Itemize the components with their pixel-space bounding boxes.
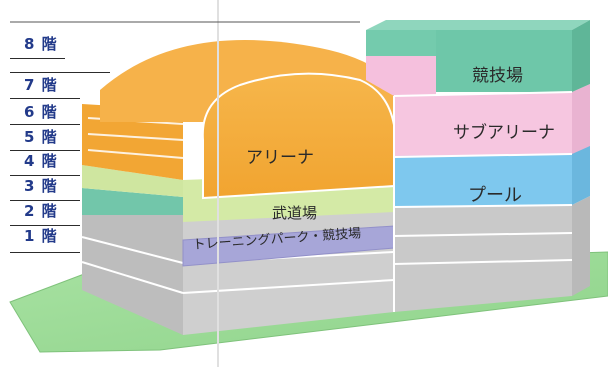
floor-label-1: 1 階 bbox=[24, 227, 58, 245]
floor-label-4: 4 階 bbox=[24, 152, 58, 170]
right-floor-separators bbox=[393, 91, 573, 312]
pool-block bbox=[394, 154, 572, 208]
zone-label-budojo: 武道場 bbox=[272, 204, 318, 222]
sub-arena-block bbox=[394, 92, 572, 160]
floor-line-8 bbox=[10, 58, 65, 59]
floor-line-5 bbox=[10, 124, 80, 125]
stadium-underside bbox=[366, 56, 436, 96]
right-base-floor-lines bbox=[393, 232, 573, 265]
sub-arena-side bbox=[572, 84, 590, 156]
floor-label-8: 8 階 bbox=[24, 35, 58, 53]
left-building-base-side bbox=[82, 215, 183, 335]
stadium-top bbox=[366, 20, 590, 30]
floor-label-2: 2 階 bbox=[24, 202, 58, 220]
right-building-base-top bbox=[572, 196, 590, 296]
floor-line-3 bbox=[10, 175, 80, 176]
floor4-band-side bbox=[82, 165, 183, 197]
pool-side bbox=[572, 146, 590, 205]
stadium-main bbox=[436, 30, 572, 92]
floor-line-2 bbox=[10, 200, 80, 201]
stadium-side bbox=[572, 20, 590, 92]
zone-label-stadium: 競技場 bbox=[472, 66, 523, 86]
right-building-base-front bbox=[394, 205, 572, 312]
zone-label-pool: プール bbox=[468, 185, 522, 206]
floor-line-4 bbox=[10, 150, 80, 151]
floor-line-1 bbox=[10, 225, 80, 226]
floor-line-ground bbox=[10, 252, 80, 253]
floor-label-5: 5 階 bbox=[24, 128, 58, 146]
stadium-left bbox=[366, 30, 436, 56]
floor-line-6 bbox=[10, 98, 80, 99]
floor-line-7 bbox=[10, 72, 110, 73]
arena-front bbox=[201, 72, 395, 200]
zone-label-arena: アリーナ bbox=[246, 148, 314, 168]
floor-label-6: 6 階 bbox=[24, 103, 58, 121]
floor-label-7: 7 階 bbox=[24, 76, 58, 94]
zone-label-sub-arena: サブアリーナ bbox=[453, 123, 555, 143]
floor-label-3: 3 階 bbox=[24, 177, 58, 195]
